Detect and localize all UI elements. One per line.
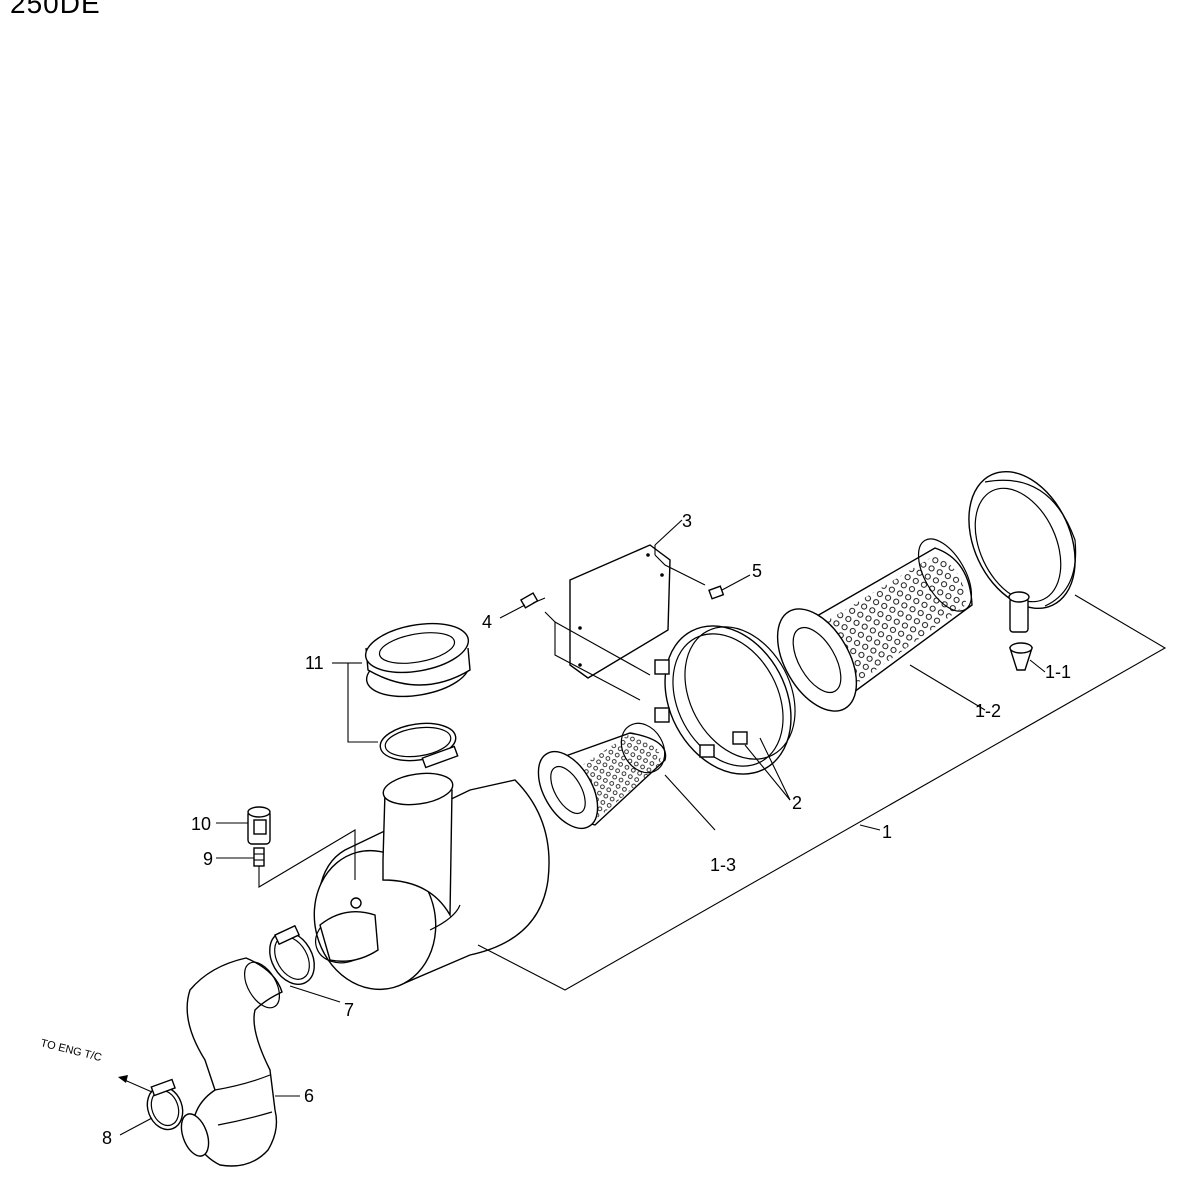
hose-clamp-8 <box>146 1078 184 1131</box>
label-part-1-3: 1-3 <box>710 855 736 875</box>
inner-safety-element <box>537 722 667 830</box>
annotation-to-eng-tc: TO ENG T/C <box>39 1037 103 1064</box>
mounting-band <box>654 625 796 775</box>
bolt-4 <box>519 592 546 609</box>
label-part-4: 4 <box>482 612 492 632</box>
adapter-fitting <box>253 847 265 867</box>
rain-cap <box>364 622 471 698</box>
label-part-6: 6 <box>304 1086 314 1106</box>
air-cleaner-housing <box>313 772 550 991</box>
label-part-7: 7 <box>344 1000 354 1020</box>
bolt-5 <box>708 585 725 600</box>
cap-clamp <box>379 722 459 769</box>
label-part-10: 10 <box>191 814 211 834</box>
elbow-hose <box>180 957 283 1167</box>
end-cover <box>968 470 1077 633</box>
label-part-3: 3 <box>682 511 692 531</box>
label-part-1-1: 1-1 <box>1045 662 1071 682</box>
restriction-indicator <box>247 806 271 845</box>
label-part-8: 8 <box>102 1128 112 1148</box>
vacuator-valve <box>1009 642 1033 671</box>
label-part-1-2: 1-2 <box>975 701 1001 721</box>
label-part-9: 9 <box>203 849 213 869</box>
label-part-2: 2 <box>792 793 802 813</box>
label-part-11: 11 <box>305 653 324 673</box>
label-part-1: 1 <box>882 822 892 842</box>
hose-clamp-7 <box>269 924 315 985</box>
part-1-bracket <box>477 594 1167 991</box>
primary-filter-element <box>776 538 973 712</box>
label-part-5: 5 <box>752 561 762 581</box>
leader-lines <box>118 519 1046 1136</box>
page-title: 250DE <box>10 0 101 19</box>
